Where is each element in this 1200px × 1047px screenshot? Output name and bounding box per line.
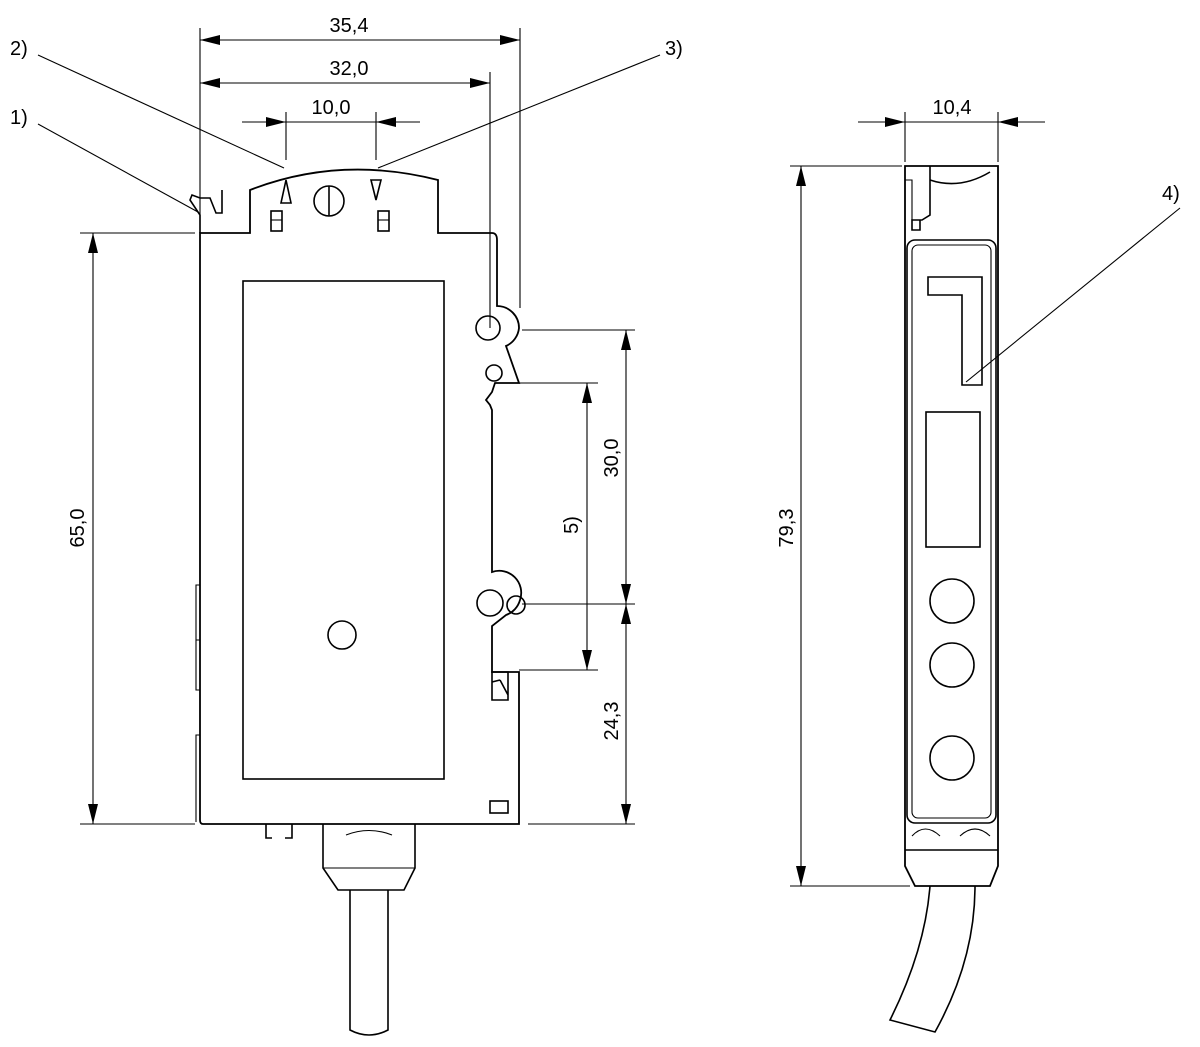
front-latch [491, 671, 509, 701]
front-leaders [37, 54, 661, 213]
cable-connector [322, 824, 416, 891]
display-window [242, 280, 445, 780]
dim-32-0: 32,0 [330, 58, 369, 80]
dim-10-0: 10,0 [312, 97, 351, 119]
side-housing [904, 165, 999, 887]
mounting-hole-top [475, 315, 501, 341]
callout-2: 2) [10, 38, 28, 60]
led-indicator [327, 620, 357, 650]
up-arrow-icon [280, 179, 292, 204]
callout-4: 4) [1162, 183, 1180, 205]
button-right [377, 210, 390, 232]
dim-65-0: 65,0 [67, 509, 89, 548]
side-panel-outer [906, 239, 997, 824]
side-dimensions [790, 112, 1181, 887]
side-button-1 [929, 578, 975, 624]
front-housing [199, 168, 523, 825]
callout-5: 5) [561, 516, 583, 534]
side-button-3 [929, 735, 975, 781]
side-button-2 [929, 642, 975, 688]
dim-24-3: 24,3 [601, 702, 623, 741]
callout-3: 3) [665, 38, 683, 60]
front-clip [189, 190, 223, 233]
dim-35-4: 35,4 [330, 15, 369, 37]
label-marking [927, 276, 983, 386]
dim-79-3: 79,3 [776, 509, 798, 548]
mounting-hole-bottom [476, 589, 504, 617]
down-arrow-icon [369, 179, 383, 201]
dim-10-4: 10,4 [933, 97, 972, 119]
button-left [270, 210, 283, 232]
dim-30-0: 30,0 [601, 439, 623, 478]
side-display [925, 411, 981, 548]
side-view [888, 165, 999, 1033]
side-cable [888, 885, 976, 1033]
front-view [189, 168, 526, 1036]
cable [349, 890, 389, 1036]
callout-1: 1) [10, 107, 28, 129]
